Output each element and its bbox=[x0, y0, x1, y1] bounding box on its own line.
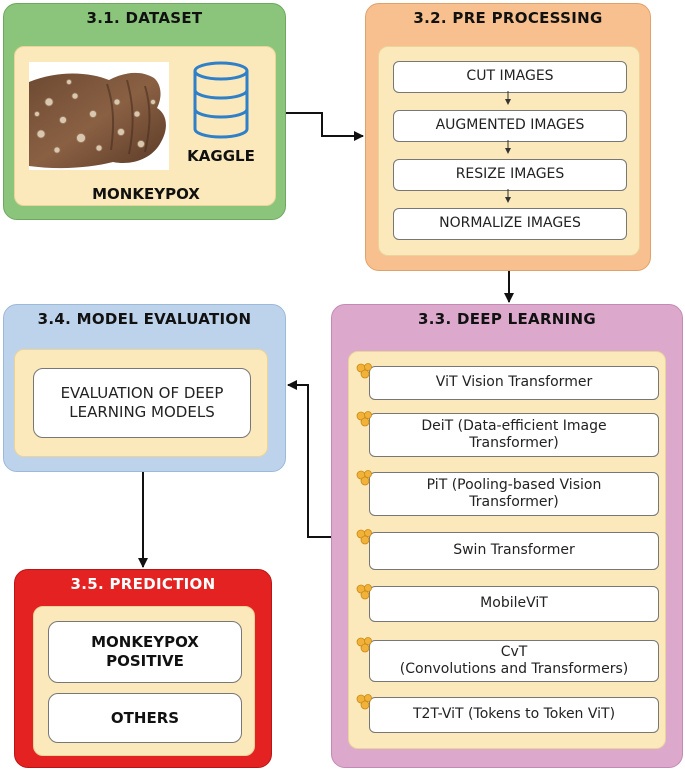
kaggle-label: KAGGLE bbox=[181, 147, 261, 165]
preprocessing-panel: 3.2. PRE PROCESSING CUT IMAGES AUGMENTED… bbox=[365, 3, 651, 271]
model-icon bbox=[355, 469, 375, 487]
dataset-title: 3.1. DATASET bbox=[4, 9, 285, 27]
model-icon bbox=[355, 583, 375, 601]
evaluation-box: EVALUATION OF DEEP LEARNING MODELS bbox=[33, 368, 251, 438]
step-cut-images: CUT IMAGES bbox=[393, 61, 627, 93]
model-deit: DeiT (Data-efficient Image Transformer) bbox=[369, 413, 659, 457]
preprocessing-title: 3.2. PRE PROCESSING bbox=[366, 9, 650, 27]
monkeypox-label: MONKEYPOX bbox=[15, 185, 277, 203]
outcome-monkeypox-positive: MONKEYPOX POSITIVE bbox=[48, 621, 242, 683]
arrow-dataset-to-preprocessing bbox=[286, 113, 363, 136]
dataset-panel: 3.1. DATASET bbox=[3, 3, 286, 220]
step-resize-images: RESIZE IMAGES bbox=[393, 159, 627, 191]
model-t2t-vit: T2T-ViT (Tokens to Token ViT) bbox=[369, 697, 659, 733]
model-pit: PiT (Pooling-based Vision Transformer) bbox=[369, 472, 659, 516]
database-icon bbox=[191, 61, 251, 139]
outcome-others: OTHERS bbox=[48, 693, 242, 743]
step-normalize-images: NORMALIZE IMAGES bbox=[393, 208, 627, 240]
preprocessing-inner-panel: CUT IMAGES AUGMENTED IMAGES RESIZE IMAGE… bbox=[378, 46, 640, 256]
evaluation-title: 3.4. MODEL EVALUATION bbox=[4, 310, 285, 328]
arrow-deep-learning-to-evaluation bbox=[288, 385, 331, 537]
model-icon bbox=[355, 528, 375, 546]
monkeypox-skin-image bbox=[29, 62, 169, 170]
evaluation-panel: 3.4. MODEL EVALUATION EVALUATION OF DEEP… bbox=[3, 304, 286, 472]
model-icon bbox=[355, 362, 375, 380]
model-icon bbox=[355, 693, 375, 711]
prediction-inner-panel: MONKEYPOX POSITIVE OTHERS bbox=[33, 606, 255, 756]
model-icon bbox=[355, 410, 375, 428]
dataset-inner-panel: KAGGLE MONKEYPOX bbox=[14, 46, 276, 206]
model-swin: Swin Transformer bbox=[369, 532, 659, 570]
evaluation-inner-panel: EVALUATION OF DEEP LEARNING MODELS bbox=[14, 349, 268, 457]
step-augmented-images: AUGMENTED IMAGES bbox=[393, 110, 627, 142]
model-vit: ViT Vision Transformer bbox=[369, 366, 659, 400]
deep-learning-title: 3.3. DEEP LEARNING bbox=[332, 310, 682, 328]
deep-learning-panel: 3.3. DEEP LEARNING ViT Vision Transforme… bbox=[331, 304, 683, 768]
model-icon bbox=[355, 636, 375, 654]
model-mobilevit: MobileViT bbox=[369, 586, 659, 622]
prediction-title: 3.5. PREDICTION bbox=[15, 575, 271, 593]
model-cvt: CvT (Convolutions and Transformers) bbox=[369, 640, 659, 682]
prediction-panel: 3.5. PREDICTION MONKEYPOX POSITIVE OTHER… bbox=[14, 569, 272, 768]
deep-learning-inner-panel: ViT Vision Transformer DeiT (Data-effici… bbox=[348, 351, 666, 749]
